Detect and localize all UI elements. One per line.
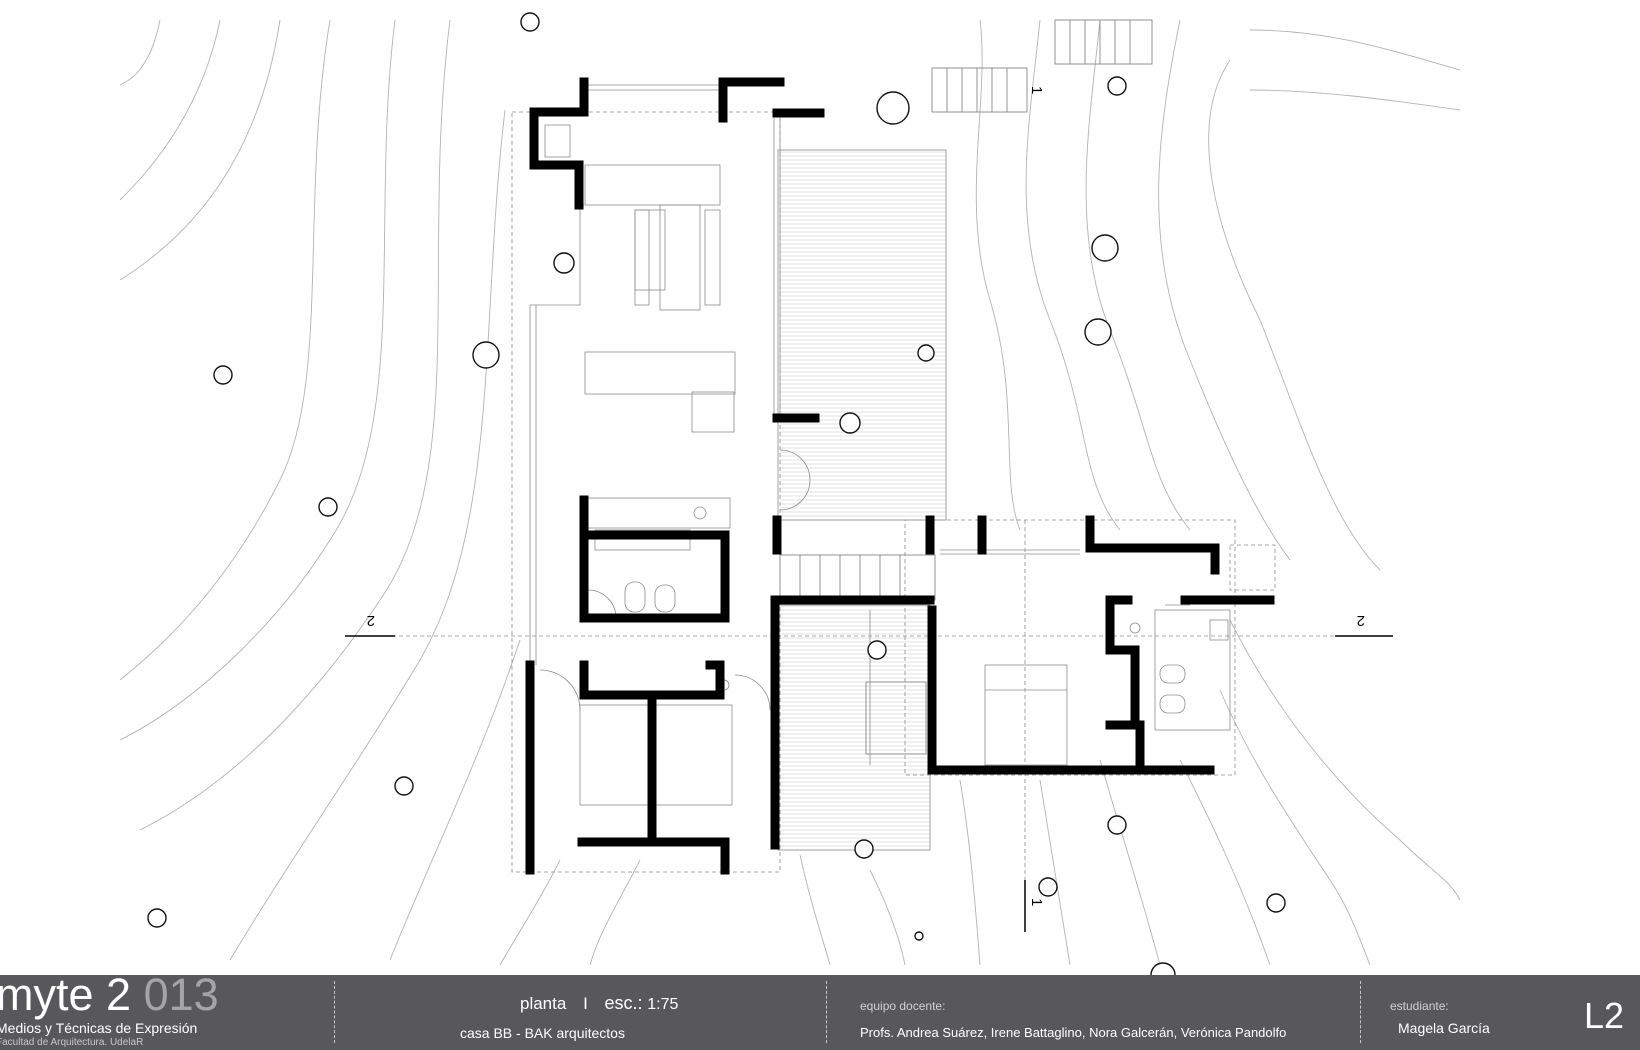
wood-deck	[780, 151, 946, 851]
student-name: Magela García	[1398, 1020, 1490, 1036]
scale-value: 1:75	[647, 996, 679, 1013]
scale-label: esc.:	[604, 993, 643, 1013]
title-divider: I	[583, 994, 588, 1013]
exterior-stairs	[779, 19, 1153, 755]
course-subtitle: Medios y Técnicas de Expresión	[0, 1020, 198, 1036]
project-name: casa BB - BAK arquitectos	[460, 1025, 625, 1041]
floor-plan-drawing: 2 2 1 1	[119, 12, 1461, 975]
trees	[147, 12, 1286, 975]
faculty-name: Facultad de Arquitectura. UdelaR	[0, 1037, 144, 1048]
interior-details	[529, 84, 1231, 806]
drawing-type: planta	[520, 994, 567, 1013]
terrain-contours	[119, 19, 1461, 966]
section-marker-bottom: 1	[1028, 898, 1045, 906]
teachers-label: equipo docente:	[860, 999, 946, 1013]
student-label: estudiante:	[1390, 999, 1449, 1013]
section-marker-left: 2	[367, 612, 375, 629]
title-block-footer: myte 2 013 Medios y Técnicas de Expresió…	[0, 969, 1640, 1050]
drawing-scale-line: planta I esc.: 1:75	[520, 993, 678, 1014]
sheet-number: L2	[1584, 995, 1625, 1036]
section-marker-right: 2	[1357, 612, 1365, 629]
course-title-year: 013	[143, 969, 219, 1020]
section-marker-top: 1	[1028, 86, 1045, 94]
walls	[525, 77, 1275, 875]
course-title-main: myte 2	[0, 969, 132, 1020]
course-title: myte 2 013	[0, 969, 219, 1021]
teachers-names: Profs. Andrea Suárez, Irene Battaglino, …	[860, 1025, 1287, 1040]
